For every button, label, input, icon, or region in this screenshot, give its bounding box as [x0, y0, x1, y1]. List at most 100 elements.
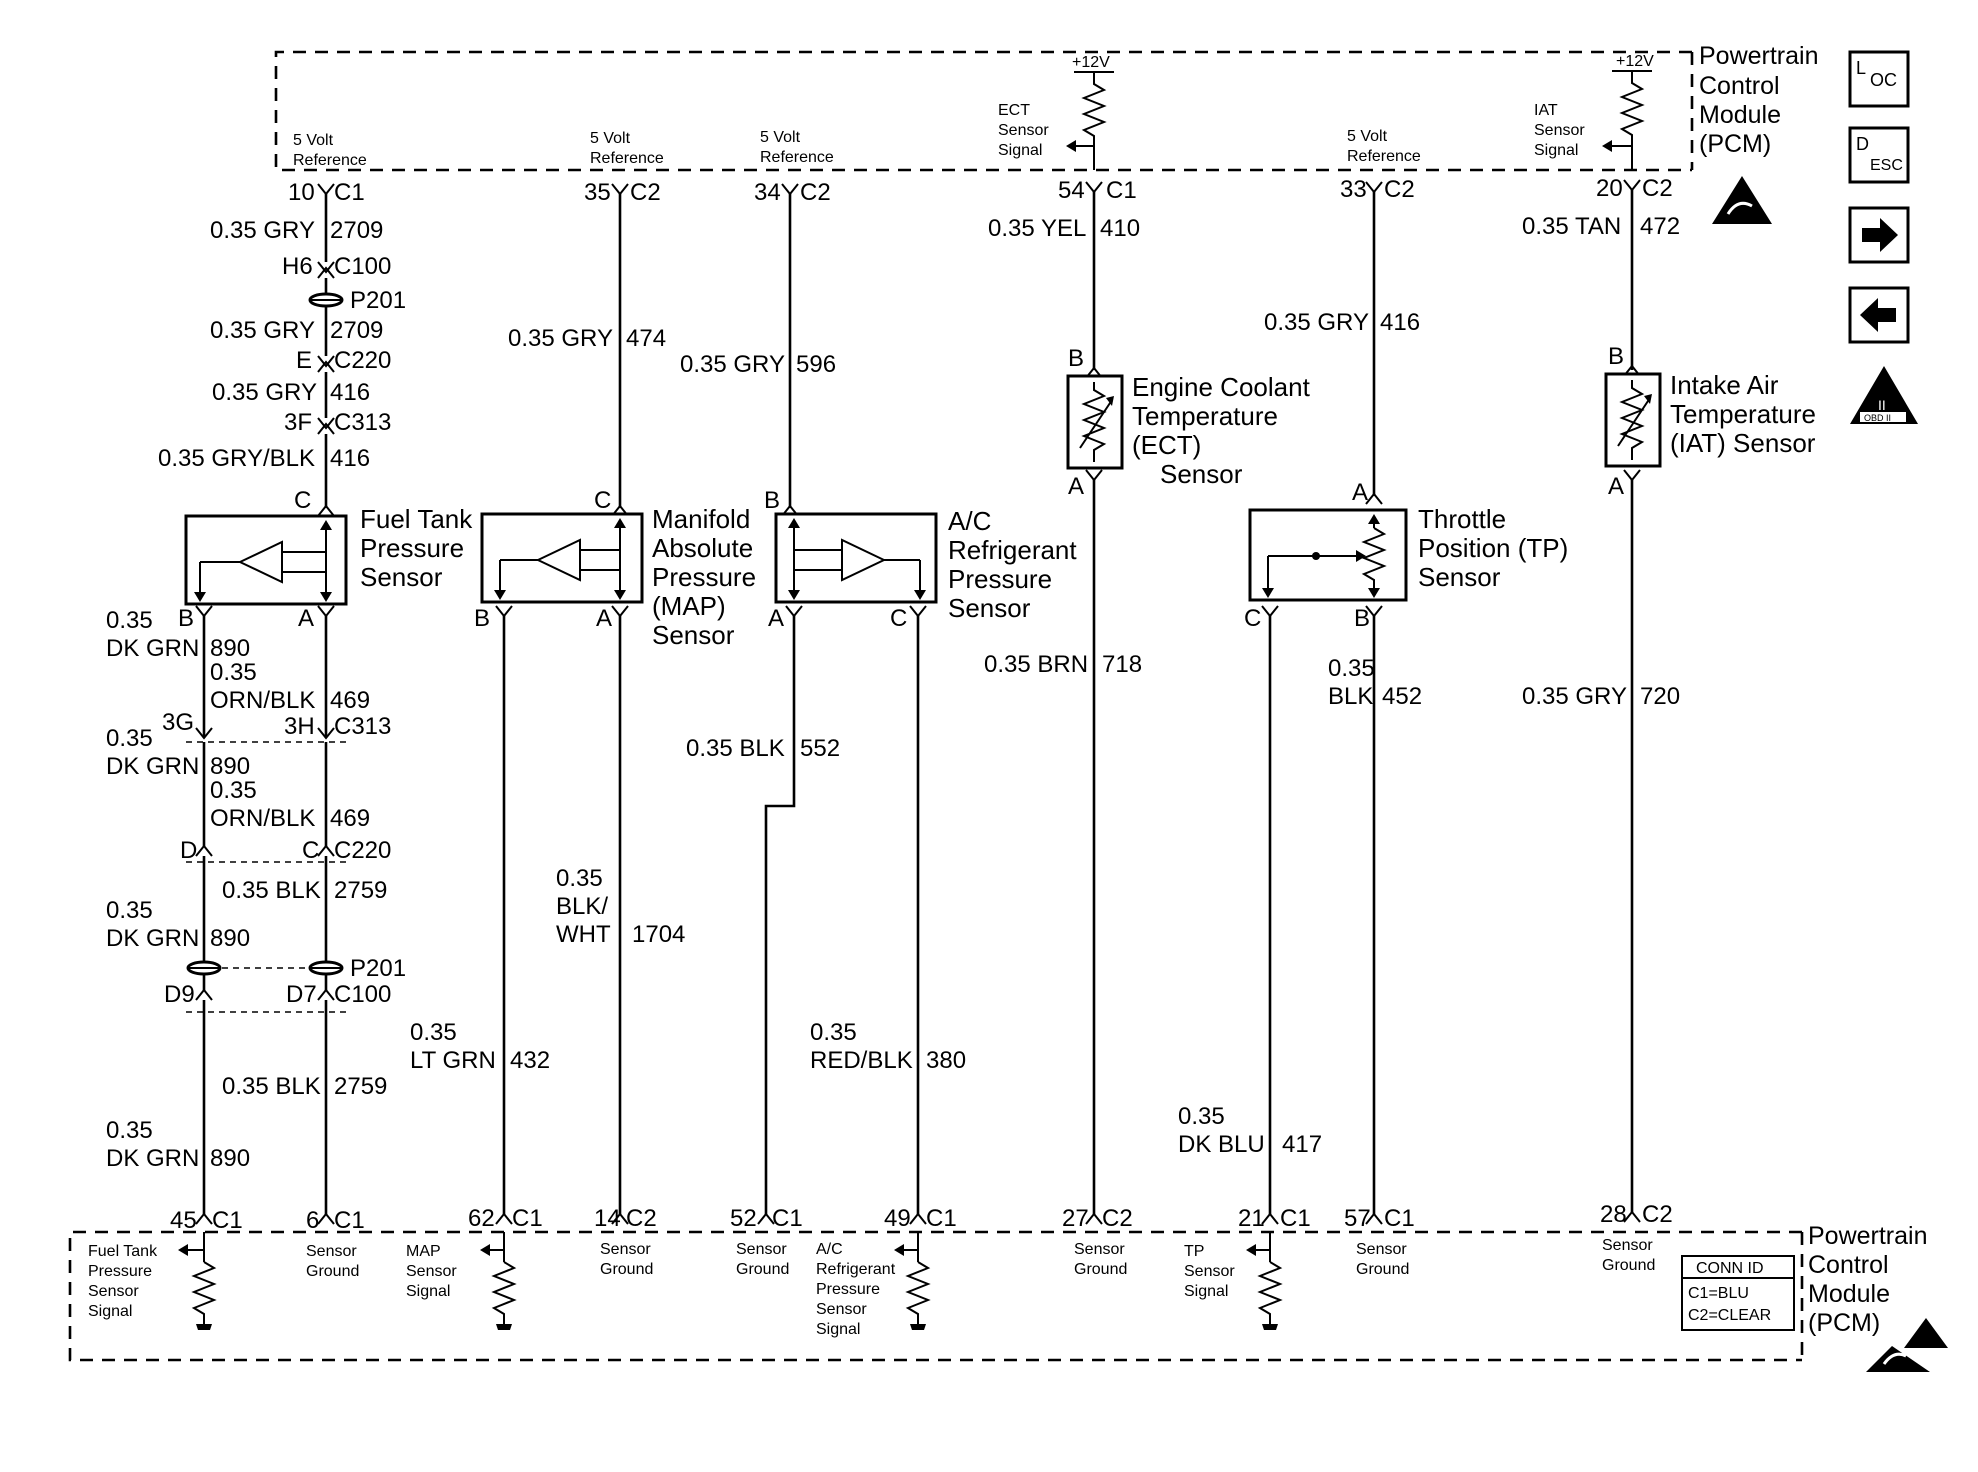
forward-button[interactable]	[1848, 206, 1910, 264]
svg-text:Sensor: Sensor	[736, 1241, 787, 1258]
svg-text:890: 890	[210, 635, 250, 662]
svg-text:2709: 2709	[330, 317, 383, 344]
svg-text:0.35 BLK: 0.35 BLK	[222, 877, 321, 904]
ect-sensor-title: Engine Coolant	[1132, 372, 1311, 402]
svg-text:0.35 GRY: 0.35 GRY	[210, 317, 315, 344]
svg-text:LT GRN: LT GRN	[410, 1047, 496, 1074]
svg-text:A: A	[1352, 479, 1368, 506]
svg-text:Ground: Ground	[1356, 1261, 1409, 1278]
svg-text:C1: C1	[926, 1205, 957, 1232]
svg-text:A/C: A/C	[816, 1241, 843, 1258]
ect-sensor[interactable]: Engine Coolant Temperature (ECT) Sensor …	[1066, 372, 1311, 500]
svg-text:417: 417	[1282, 1131, 1322, 1158]
svg-text:0.35 GRY: 0.35 GRY	[680, 351, 785, 378]
svg-text:Ground: Ground	[1074, 1261, 1127, 1278]
svg-text:Ground: Ground	[600, 1261, 653, 1278]
right-arrow-icon	[1862, 218, 1898, 252]
svg-text:C220: C220	[334, 837, 391, 864]
svg-text:C: C	[302, 837, 319, 864]
ac-lower-harness: 0.35 BLK 552 0.35 RED/BLK 380	[686, 605, 966, 1214]
svg-text:OC: OC	[1870, 70, 1897, 90]
loc-button[interactable]: L OC	[1848, 50, 1910, 108]
svg-text:OBD II: OBD II	[1864, 413, 1891, 423]
svg-text:C: C	[890, 605, 907, 632]
svg-text:Sensor: Sensor	[406, 1263, 457, 1280]
pcm-bottom-title-1: Powertrain	[1808, 1222, 1928, 1250]
desc-button[interactable]: D ESC	[1848, 126, 1910, 184]
svg-text:B: B	[1354, 605, 1370, 632]
pcm-top-title-1: Powertrain	[1699, 42, 1819, 70]
svg-text:Sensor: Sensor	[360, 562, 443, 592]
svg-text:CONN ID: CONN ID	[1696, 1260, 1764, 1277]
svg-text:27: 27	[1062, 1205, 1089, 1232]
svg-text:Pressure: Pressure	[652, 562, 756, 592]
ac-harness: 0.35 GRY 596 B	[680, 194, 836, 517]
svg-text:1704: 1704	[632, 921, 685, 948]
svg-text:BLK/: BLK/	[556, 893, 608, 920]
svg-text:62: 62	[468, 1205, 495, 1232]
svg-text:474: 474	[626, 325, 666, 352]
svg-text:B: B	[474, 605, 490, 632]
svg-text:C1: C1	[1384, 1205, 1415, 1232]
svg-text:C2: C2	[1384, 176, 1415, 203]
svg-text:Refrigerant: Refrigerant	[948, 535, 1077, 565]
fuel-tank-signal-circuit: Fuel Tank Pressure Sensor Signal	[88, 1232, 217, 1330]
pcm-bottom-title-2: Control	[1808, 1251, 1889, 1279]
iat-pullup-resistor: +12V	[1602, 53, 1654, 170]
svg-text:Sensor: Sensor	[1418, 562, 1501, 592]
pcm-bottom-title-4: (PCM)	[1808, 1309, 1880, 1337]
map-sensor[interactable]: Manifold Absolute Pressure (MAP) Sensor …	[474, 504, 756, 650]
svg-text:0.35 GRY: 0.35 GRY	[1264, 309, 1369, 336]
svg-text:3G: 3G	[162, 709, 194, 736]
svg-text:890: 890	[210, 1145, 250, 1172]
svg-text:Signal: Signal	[816, 1321, 860, 1338]
svg-text:0.35: 0.35	[1328, 655, 1375, 682]
svg-text:Sensor: Sensor	[1356, 1241, 1407, 1258]
term-10-label: 5 Volt	[293, 132, 334, 149]
svg-text:Ground: Ground	[306, 1263, 359, 1280]
back-button[interactable]	[1848, 286, 1910, 344]
map-sensor-title: Manifold	[652, 504, 750, 534]
ac-refrigerant-pressure-sensor[interactable]: A/C Refrigerant Pressure Sensor A C	[768, 506, 1077, 632]
svg-text:0.35 GRY: 0.35 GRY	[210, 217, 315, 244]
svg-text:0.35: 0.35	[1178, 1103, 1225, 1130]
tp-lower-harness: 0.35 BLK 452 0.35 DK BLU 417	[1178, 605, 1422, 1214]
svg-text:D: D	[180, 837, 197, 864]
svg-text:10: 10	[288, 179, 315, 206]
svg-text:0.35: 0.35	[556, 865, 603, 892]
svg-text:52: 52	[730, 1205, 757, 1232]
svg-text:45: 45	[170, 1207, 197, 1234]
svg-text:410: 410	[1100, 215, 1140, 242]
term-54-label-2: Sensor	[998, 122, 1049, 139]
fuel-tank-pressure-sensor[interactable]: Fuel Tank Pressure Sensor B A	[178, 504, 473, 632]
tp-sensor[interactable]: Throttle Position (TP) Sensor C B	[1244, 504, 1568, 632]
svg-text:C: C	[1244, 605, 1261, 632]
iat-sensor[interactable]: Intake Air Temperature (IAT) Sensor A	[1604, 370, 1816, 500]
svg-text:(ECT): (ECT)	[1132, 430, 1201, 460]
svg-text:P201: P201	[350, 287, 406, 314]
svg-text:II: II	[1878, 397, 1886, 413]
svg-text:0.35: 0.35	[810, 1019, 857, 1046]
iat-harness: 0.35 TAN 472 B	[1522, 190, 1680, 377]
term-20-label-3: Signal	[1534, 142, 1578, 159]
svg-text:720: 720	[1640, 683, 1680, 710]
fuel-tank-lower-harness: 0.35 DK GRN 890 0.35 ORN/BLK 469 3G 3H C…	[106, 605, 406, 1214]
svg-text:Sensor: Sensor	[652, 620, 735, 650]
svg-text:Sensor: Sensor	[816, 1301, 867, 1318]
svg-text:6: 6	[306, 1207, 319, 1234]
svg-text:416: 416	[330, 445, 370, 472]
svg-text:0.35 BRN: 0.35 BRN	[984, 651, 1088, 678]
svg-text:Position (TP): Position (TP)	[1418, 533, 1568, 563]
svg-text:C100: C100	[334, 253, 391, 280]
pcm-top-module: Powertrain Control Module (PCM) 5 Volt R…	[274, 42, 1819, 224]
iat-sensor-title: Intake Air	[1670, 370, 1779, 400]
svg-text:C2: C2	[800, 179, 831, 206]
svg-text:21: 21	[1238, 1205, 1265, 1232]
pcm-top-title-3: Module	[1699, 101, 1781, 129]
svg-text:D7: D7	[286, 981, 317, 1008]
svg-text:452: 452	[1382, 683, 1422, 710]
svg-text:H6: H6	[282, 253, 313, 280]
svg-text:3F: 3F	[284, 409, 312, 436]
svg-text:A: A	[1608, 473, 1624, 500]
obd-ii-button[interactable]: II OBD II	[1850, 366, 1918, 424]
